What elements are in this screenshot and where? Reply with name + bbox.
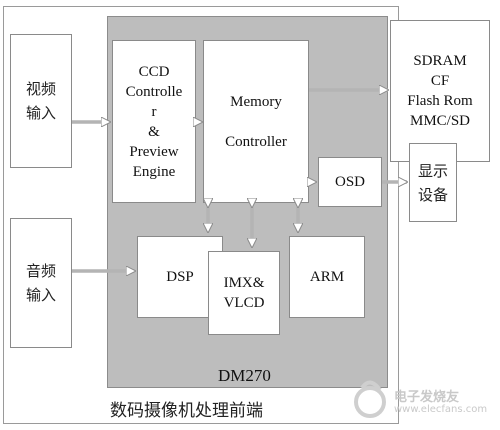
osd-label: OSD <box>334 174 365 190</box>
osd-block: OSD <box>318 157 382 207</box>
audio-input-line2: 输入 <box>25 286 56 304</box>
storage-line1: SDRAM <box>413 53 467 69</box>
audio-input-line1: 音频 <box>25 262 56 280</box>
imx-vlcd-block: IMX& VLCD <box>208 251 280 335</box>
imx-line2: VLCD <box>223 295 265 311</box>
memory-line1: Memory <box>230 93 282 110</box>
storage-line4: MMC/SD <box>409 113 471 129</box>
dsp-label: DSP <box>166 269 194 285</box>
arm-label: ARM <box>309 269 345 285</box>
storage-block: SDRAM CF Flash Rom MMC/SD <box>390 20 490 162</box>
ccd-line3: r <box>151 103 157 120</box>
display-line2: 设备 <box>417 185 448 204</box>
ccd-line5: Preview <box>129 143 179 160</box>
display-line1: 显示 <box>417 161 448 180</box>
imx-line1: IMX& <box>223 275 265 291</box>
watermark-logo: 电子发烧友 www.elecfans.com <box>350 378 498 428</box>
ccd-line6: Engine <box>132 163 176 180</box>
watermark-url: www.elecfans.com <box>394 404 488 415</box>
memory-line2: Controller <box>225 133 287 150</box>
storage-line2: CF <box>430 73 450 89</box>
ccd-controller-block: CCD Controlle r & Preview Engine <box>112 40 196 203</box>
ccd-line1: CCD <box>138 63 170 80</box>
audio-input-block: 音频 输入 <box>10 218 72 348</box>
display-device-block: 显示 设备 <box>409 143 457 222</box>
watermark-text: 电子发烧友 <box>394 390 460 405</box>
watermark-emblem-icon <box>354 380 386 418</box>
memory-controller-block: Memory Controller <box>203 40 309 203</box>
arm-block: ARM <box>289 236 365 318</box>
diagram-caption: 数码摄像机处理前端 <box>110 401 263 421</box>
video-input-line2: 输入 <box>25 104 56 122</box>
video-input-block: 视频 输入 <box>10 34 72 168</box>
storage-line3: Flash Rom <box>407 93 473 109</box>
video-input-line1: 视频 <box>25 80 56 98</box>
dm270-label: DM270 <box>218 366 271 385</box>
ccd-line2: Controlle <box>125 83 183 100</box>
ccd-line4: & <box>148 123 160 140</box>
